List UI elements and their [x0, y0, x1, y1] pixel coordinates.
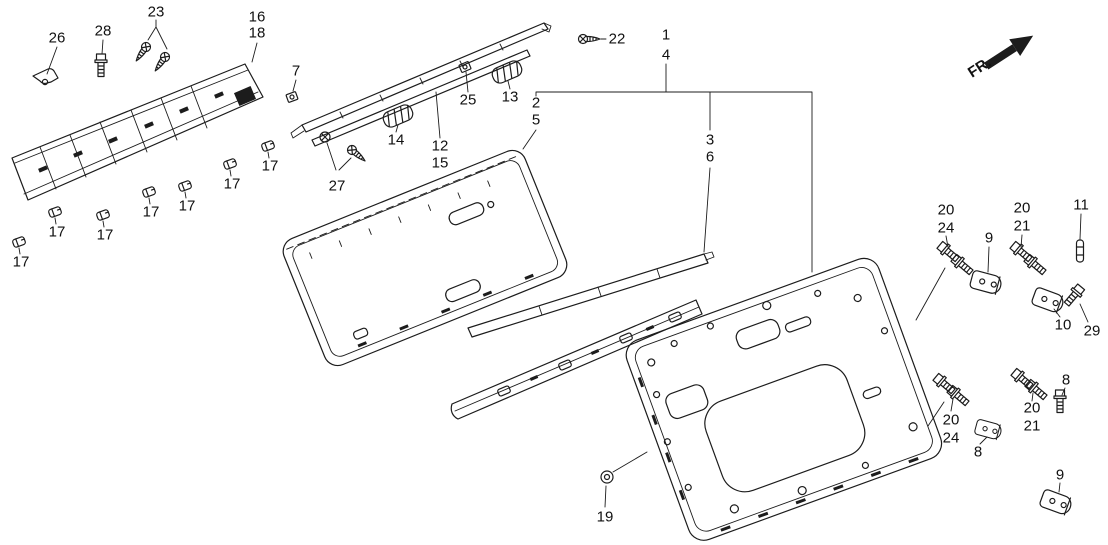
callout-29: 29	[1083, 322, 1101, 340]
callout-17: 17	[142, 203, 160, 221]
callout-3: 3	[705, 131, 715, 149]
callout-9: 9	[984, 229, 994, 247]
callout-20: 20	[937, 201, 955, 219]
callout-13: 13	[501, 88, 519, 106]
callout-22: 22	[608, 30, 626, 48]
callout-23: 23	[147, 3, 165, 21]
sill-molding-upper	[467, 251, 715, 338]
callout-17: 17	[48, 223, 66, 241]
callout-17: 17	[178, 197, 196, 215]
callout-10: 10	[1054, 316, 1072, 334]
door-outer-panel	[282, 149, 568, 367]
protector-molding	[11, 63, 264, 201]
door-inner-panel	[625, 257, 943, 541]
callout-26: 26	[48, 29, 66, 47]
callout-8: 8	[1061, 371, 1071, 389]
callout-25: 25	[459, 91, 477, 109]
callout-18: 18	[248, 24, 266, 42]
callout-9: 9	[1055, 466, 1065, 484]
callout-14: 14	[387, 131, 405, 149]
callout-24: 24	[942, 429, 960, 447]
callout-11: 11	[1073, 196, 1089, 214]
callout-28: 28	[94, 22, 112, 40]
callout-20: 20	[1023, 399, 1041, 417]
callout-12: 12	[431, 137, 449, 155]
callout-20: 20	[942, 411, 960, 429]
callout-17: 17	[96, 226, 114, 244]
fr-arrow-icon	[984, 35, 1034, 70]
callout-20: 20	[1013, 199, 1031, 217]
callout-21: 21	[1013, 217, 1031, 235]
sash-molding	[290, 22, 607, 171]
hinge-hardware-upper	[915, 213, 1089, 323]
callout-17: 17	[261, 157, 279, 175]
callout-8: 8	[973, 443, 983, 461]
grommet-group	[600, 451, 648, 508]
callout-21: 21	[1023, 417, 1041, 435]
callout-16: 16	[248, 8, 266, 26]
callout-17: 17	[12, 253, 30, 271]
callout-4: 4	[661, 46, 671, 64]
screw-icon	[319, 131, 331, 143]
leader-lines	[522, 63, 813, 273]
left-hardware	[32, 19, 299, 104]
callout-17: 17	[223, 175, 241, 193]
callout-24: 24	[937, 219, 955, 237]
callout-19: 19	[596, 508, 614, 526]
callout-5: 5	[531, 111, 541, 129]
callout-15: 15	[431, 154, 449, 172]
callout-27: 27	[328, 177, 346, 195]
callout-7: 7	[291, 62, 301, 80]
molding-clips	[11, 139, 276, 255]
callout-2: 2	[531, 94, 541, 112]
hinge-hardware-lower	[927, 366, 1074, 517]
sill-molding-lower	[450, 299, 703, 420]
callout-6: 6	[705, 148, 715, 166]
callout-1: 1	[661, 26, 671, 44]
